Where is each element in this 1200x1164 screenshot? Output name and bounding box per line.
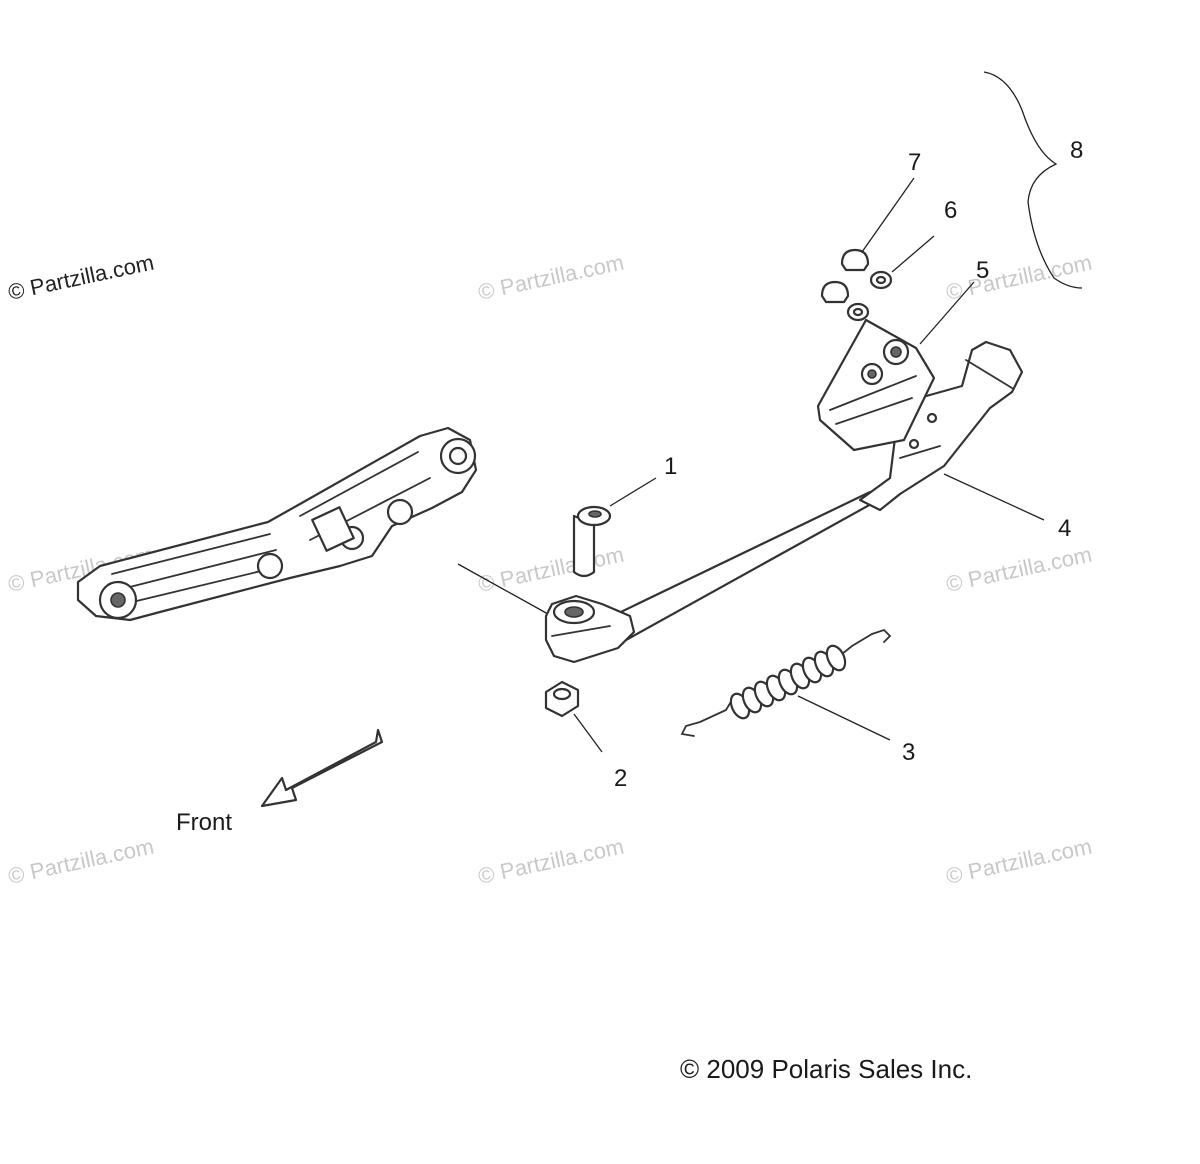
spring-coils [729, 644, 847, 720]
callout-8: 8 [1070, 137, 1083, 164]
watermark: © Partzilla.com [476, 834, 626, 889]
watermark: © Partzilla.com [476, 250, 626, 305]
callout-6: 6 [944, 197, 957, 224]
leader-2 [573, 713, 603, 753]
leader-5 [919, 281, 975, 345]
part-2-nut [544, 680, 580, 718]
watermark: © Partzilla.com [944, 834, 1094, 889]
leader-frame-to-pivot [457, 563, 549, 615]
callout-2: 2 [614, 765, 627, 792]
callout-4: 4 [1058, 515, 1071, 542]
watermark: © Partzilla.com [6, 834, 156, 889]
part-6-washers [846, 270, 893, 322]
part-1-pivot-bolt [572, 505, 612, 578]
front-label: Front [176, 809, 232, 836]
leader-3 [797, 695, 891, 741]
leader-1 [609, 477, 657, 507]
watermark-primary: © Partzilla.com [6, 250, 156, 305]
watermark: © Partzilla.com [944, 542, 1094, 597]
callout-7: 7 [908, 149, 921, 176]
leader-6 [891, 235, 935, 273]
copyright-notice: © 2009 Polaris Sales Inc. [680, 1054, 972, 1084]
callout-5: 5 [976, 257, 989, 284]
part-5-pad [816, 318, 936, 452]
part-3-spring [680, 628, 892, 737]
leader-7 [861, 177, 915, 253]
front-direction-arrow [260, 728, 384, 808]
group-bracket-8 [983, 71, 1083, 289]
part-4-kickstand [544, 340, 1024, 664]
callout-3: 3 [902, 739, 915, 766]
part-7-cap-nuts [820, 248, 870, 304]
leader-4 [943, 473, 1045, 521]
frame-bracket [76, 426, 478, 622]
watermark: © Partzilla.com [944, 250, 1094, 305]
callout-1: 1 [664, 453, 677, 480]
watermark: © Partzilla.com [476, 542, 626, 597]
